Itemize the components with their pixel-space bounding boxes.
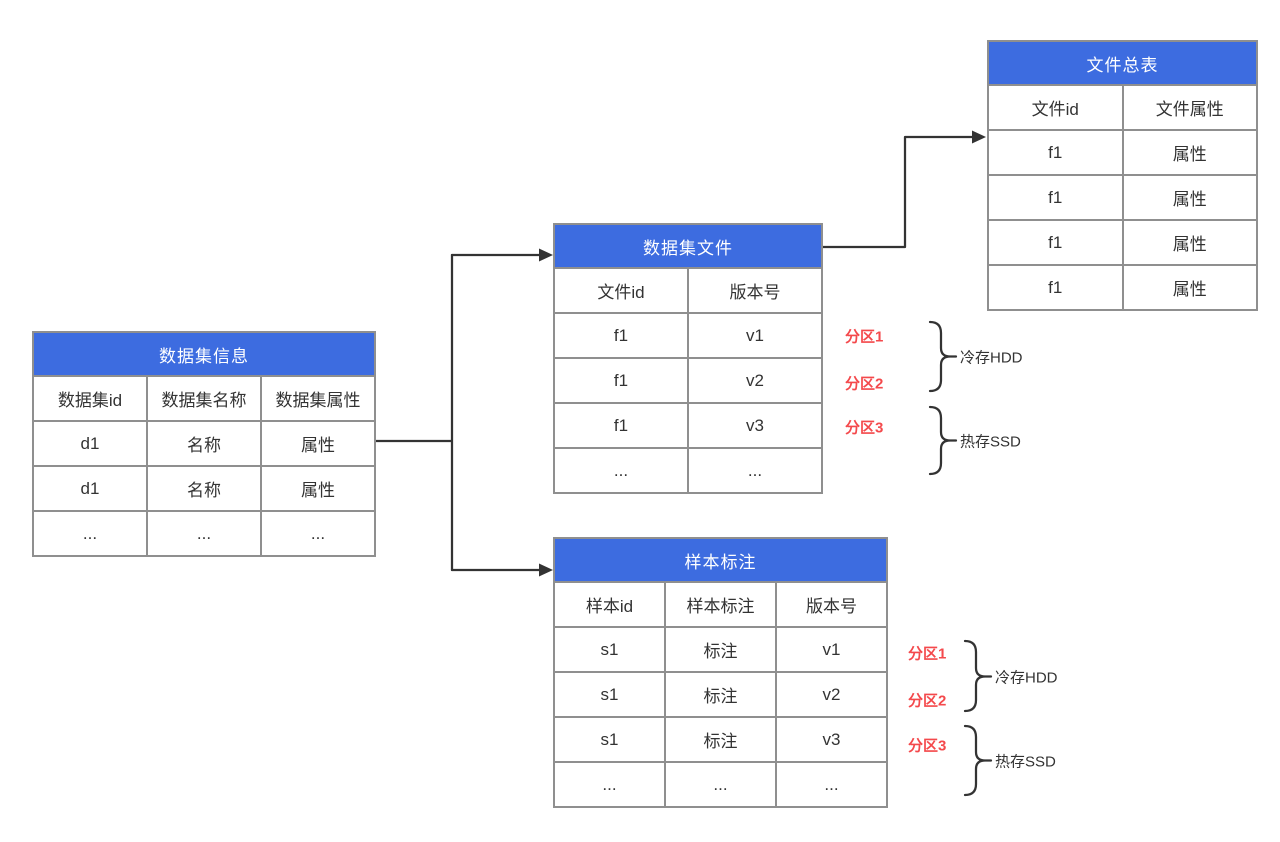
table-header-cell: 文件id	[597, 283, 645, 302]
connector-dataset-trunk	[374, 253, 454, 572]
table-row: ......	[555, 447, 821, 492]
arrowhead-files-to-master	[972, 130, 986, 144]
table-row: f1 属性	[989, 174, 1256, 219]
table-cell: ...	[613, 460, 629, 480]
table-row: d1 名称属性	[34, 465, 374, 510]
table-row: .........	[555, 761, 886, 806]
table-cell: 属性	[260, 467, 374, 510]
table-header-cell: 文件属性	[1121, 86, 1257, 129]
table-cell: ...	[687, 449, 821, 492]
brace-files-cold	[928, 320, 958, 393]
table-cell: 属性	[1121, 266, 1257, 309]
table-header-cell: 样本id	[585, 597, 634, 616]
table-row: d1 名称属性	[34, 420, 374, 465]
arrowhead-dataset-to-files	[539, 248, 553, 262]
table-cell: ...	[82, 523, 98, 543]
storage-label-files-cold: 冷存HDD	[960, 349, 1023, 367]
table-header-cell: 样本标注	[664, 583, 775, 626]
partition-label-samples-3: 分区3	[908, 737, 947, 755]
table-title: 样本标注	[555, 539, 886, 581]
connector-files-to-master	[821, 135, 974, 249]
table-cell: v2	[775, 673, 886, 716]
storage-label-samples-cold: 冷存HDD	[995, 669, 1058, 687]
table-header-row: 样本id 样本标注版本号	[555, 581, 886, 626]
table-cell: f1	[1048, 277, 1063, 297]
table-cell: 名称	[146, 422, 260, 465]
arrowhead-dataset-to-samples	[539, 563, 553, 577]
table-cell: 属性	[1121, 221, 1257, 264]
partition-label-files-1: 分区1	[845, 328, 884, 346]
table-cell: f1	[1048, 232, 1063, 252]
table-title: 数据集信息	[34, 333, 374, 375]
table-cell: v3	[687, 404, 821, 447]
table-row: f1 v1	[555, 312, 821, 357]
table-cell: ...	[146, 512, 260, 555]
table-header-cell: 数据集名称	[146, 377, 260, 420]
table-row: .........	[34, 510, 374, 555]
table-cell: ...	[260, 512, 374, 555]
table-cell: d1	[80, 433, 100, 453]
table-dataset-files: 数据集文件文件id 版本号 f1 v1 f1 v2 f1 v3......	[553, 223, 823, 494]
table-title: 数据集文件	[555, 225, 821, 267]
table-row: f1 属性	[989, 129, 1256, 174]
table-title: 文件总表	[989, 42, 1256, 84]
table-cell: 标注	[664, 673, 775, 716]
storage-label-samples-hot: 热存SSD	[995, 753, 1056, 771]
table-cell: ...	[775, 763, 886, 806]
table-cell: ...	[602, 774, 617, 794]
table-row: f1 v3	[555, 402, 821, 447]
table-cell: v3	[775, 718, 886, 761]
table-row: f1 属性	[989, 219, 1256, 264]
brace-files-hot	[928, 405, 958, 476]
table-cell: f1	[1048, 187, 1063, 207]
table-cell: f1	[1048, 142, 1063, 162]
table-header-row: 文件id 版本号	[555, 267, 821, 312]
table-row: f1 属性	[989, 264, 1256, 309]
table-cell: 名称	[146, 467, 260, 510]
table-header-cell: 数据集id	[57, 391, 123, 410]
table-cell: 属性	[1121, 131, 1257, 174]
partition-label-samples-1: 分区1	[908, 645, 947, 663]
table-dataset-info: 数据集信息数据集id 数据集名称数据集属性 d1 名称属性 d1 名称属性........…	[32, 331, 376, 557]
table-cell: 属性	[260, 422, 374, 465]
table-header-cell: 文件id	[1031, 100, 1079, 119]
table-cell: s1	[600, 729, 619, 749]
table-header-cell: 版本号	[775, 583, 886, 626]
table-cell: v1	[775, 628, 886, 671]
partition-label-samples-2: 分区2	[908, 692, 947, 710]
table-cell: 标注	[664, 628, 775, 671]
table-cell: 属性	[1121, 176, 1257, 219]
table-header-cell: 数据集属性	[260, 377, 374, 420]
table-row: f1 v2	[555, 357, 821, 402]
table-cell: ...	[664, 763, 775, 806]
table-cell: 标注	[664, 718, 775, 761]
table-header-row: 数据集id 数据集名称数据集属性	[34, 375, 374, 420]
table-file-master: 文件总表文件id 文件属性 f1 属性 f1 属性 f1 属性 f1 属性	[987, 40, 1258, 311]
table-cell: f1	[613, 325, 629, 345]
table-cell: d1	[80, 478, 100, 498]
table-header-row: 文件id 文件属性	[989, 84, 1256, 129]
table-cell: f1	[613, 415, 629, 435]
partition-label-files-2: 分区2	[845, 375, 884, 393]
storage-label-files-hot: 热存SSD	[960, 433, 1021, 451]
table-cell: v1	[687, 314, 821, 357]
table-cell: v2	[687, 359, 821, 402]
brace-samples-cold	[963, 639, 993, 713]
table-cell: s1	[600, 639, 619, 659]
table-cell: f1	[613, 370, 629, 390]
partition-label-files-3: 分区3	[845, 419, 884, 437]
brace-samples-hot	[963, 724, 993, 797]
table-cell: s1	[600, 684, 619, 704]
table-header-cell: 版本号	[687, 269, 821, 312]
